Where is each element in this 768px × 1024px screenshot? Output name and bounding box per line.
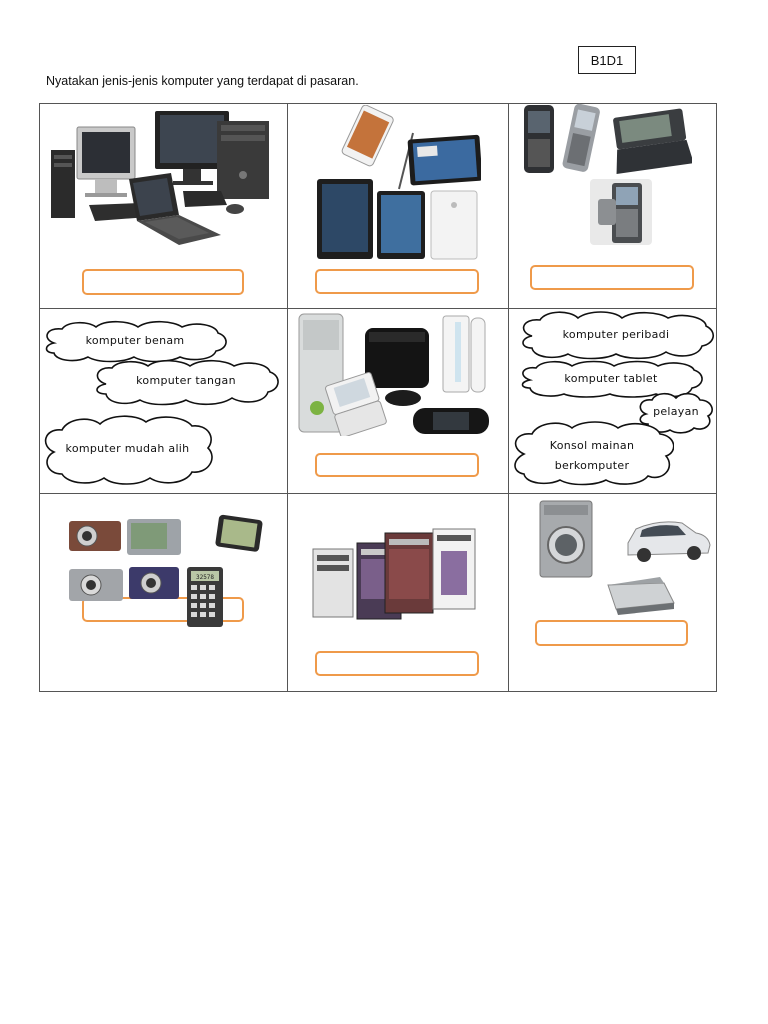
cell-tablets [287,103,508,308]
desktop-computers-image [51,111,269,245]
servers-image [312,528,476,620]
word-cloud: pelayan [636,390,716,434]
grid-line [287,103,288,692]
cell-game-consoles [287,308,508,493]
instruction-text: Nyatakan jenis-jenis komputer yang terda… [46,74,359,88]
word-cloud: Konsol mainan berkomputer [510,420,674,486]
grid-line [39,493,717,494]
answer-box[interactable] [535,620,688,646]
answer-box[interactable] [530,265,694,290]
cell-appliances [508,493,716,691]
worksheet-grid: komputer benam komputer tangan komputer … [39,103,717,692]
word-cloud: komputer tablet [516,360,706,398]
answer-box[interactable] [315,453,479,477]
answer-box[interactable] [315,651,479,676]
grid-line [716,103,717,692]
word-bank-item: komputer tablet [564,372,658,385]
cell-word-bank-right: komputer peribadi komputer tablet pelaya… [508,308,716,493]
word-cloud: komputer tangan [90,358,282,406]
grid-line [508,103,509,692]
grid-line [39,691,717,692]
word-cloud: komputer benam [40,319,230,363]
grid-line [39,103,717,104]
cell-servers [287,493,508,691]
word-bank-item: komputer peribadi [562,328,670,341]
answer-box[interactable] [315,269,479,294]
cell-word-bank-left: komputer benam komputer tangan komputer … [39,308,287,493]
word-bank-item: komputer mudah alih [65,442,190,455]
word-bank-item: Konsol mainan berkomputer [549,439,635,472]
handheld-devices-image [524,103,692,245]
word-cloud: komputer peribadi [516,310,716,360]
word-bank-item: komputer benam [85,334,185,347]
calculator-display: 32578 [196,574,214,581]
word-cloud: komputer mudah alih [40,414,215,486]
worksheet-code: B1D1 [578,46,636,74]
cell-embedded-devices: 32578 [39,493,287,691]
word-bank-item: pelayan [653,405,699,418]
answer-box[interactable] [82,269,244,295]
appliances-image [539,500,711,615]
grid-line [39,308,717,309]
tablets-image [317,105,481,260]
word-bank-item: komputer tangan [136,374,236,387]
embedded-devices-image: 32578 [69,514,263,627]
cell-handheld-devices [508,103,716,308]
cell-desktop-computers [39,103,287,308]
grid-line [39,103,40,692]
game-consoles-image [298,313,489,436]
